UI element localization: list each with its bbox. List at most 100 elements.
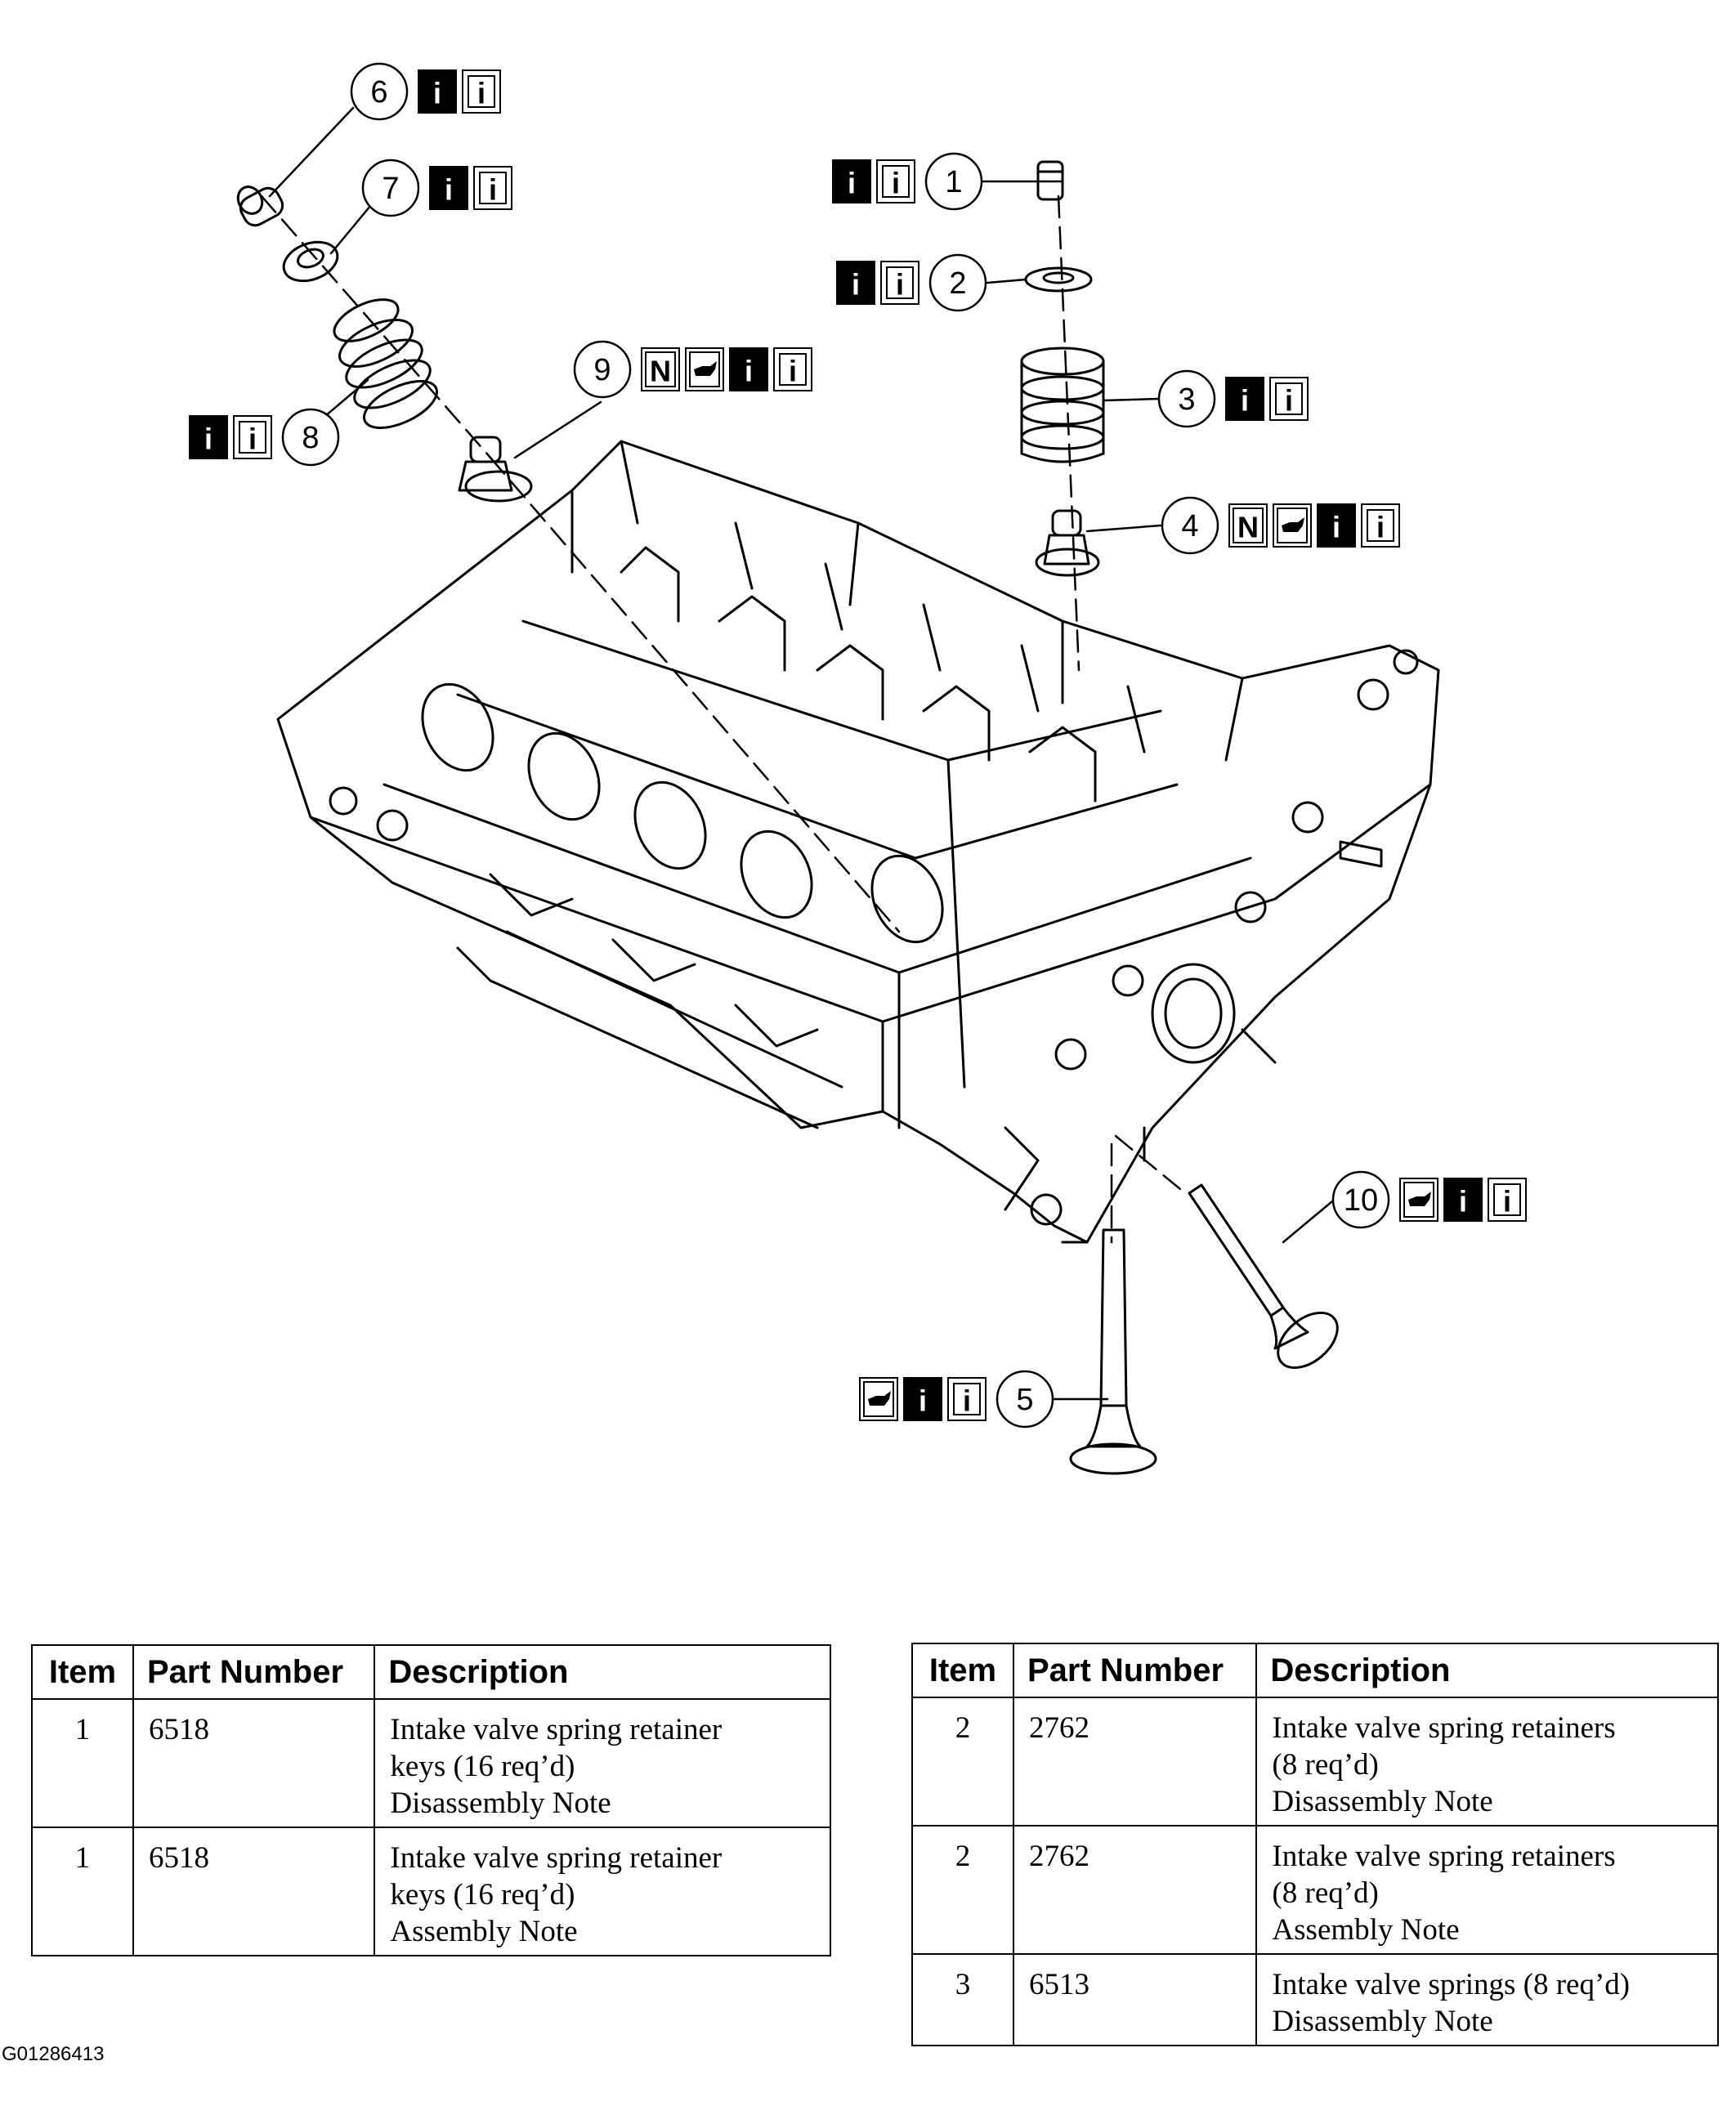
callout-number: 3 [1178, 382, 1195, 417]
info-outline-icon: i [1361, 503, 1400, 548]
info-outline-icon: i [773, 347, 812, 391]
part-2-spring-retainer [1024, 266, 1093, 293]
svg-text:i: i [1376, 511, 1385, 544]
svg-text:N: N [650, 355, 671, 388]
svg-text:i: i [745, 355, 753, 388]
callout-circle [1161, 496, 1219, 555]
description-cell: Intake valve springs (8 req’d) Disassemb… [1255, 1953, 1719, 2046]
part-6-retainer-key [236, 186, 284, 227]
svg-text:i: i [852, 268, 860, 302]
svg-text:i: i [848, 167, 856, 200]
description-line: Intake valve springs (8 req’d) [1272, 1968, 1631, 2001]
svg-text:N: N [1237, 511, 1259, 544]
description-line: Assembly Note [1272, 1913, 1460, 1947]
svg-text:i: i [892, 167, 900, 200]
callout-circle [573, 340, 632, 399]
description-cell: Intake valve spring retainers (8 req’d) … [1255, 1697, 1719, 1827]
info-outline-icon: i [880, 261, 919, 305]
svg-text:i: i [1459, 1185, 1467, 1218]
callout-circle [1157, 369, 1216, 428]
svg-text:i: i [1503, 1185, 1511, 1218]
svg-text:i: i [204, 423, 213, 456]
description-line: keys (16 req’d) [390, 1750, 575, 1783]
description-line: (8 req’d) [1272, 1748, 1379, 1782]
info-solid-icon: i [903, 1377, 942, 1421]
callout-circle [281, 408, 340, 467]
svg-text:i: i [445, 173, 453, 207]
svg-text:i: i [896, 268, 904, 302]
info-outline-icon: i [473, 166, 512, 210]
description-cell: Intake valve spring retainer keys (16 re… [374, 1827, 831, 1956]
info-solid-icon: i [729, 347, 768, 391]
callout-number: 7 [382, 172, 399, 206]
table-header-row: Item Part Number Description [31, 1644, 831, 1700]
callout-circle [928, 253, 987, 312]
callout-10: 10 i i [1331, 1170, 1527, 1229]
info-solid-icon: i [189, 415, 228, 459]
description-line: Disassembly Note [1272, 1785, 1493, 1818]
part-10-exhaust-valve [1188, 1183, 1339, 1370]
svg-text:i: i [248, 423, 257, 456]
info-outline-icon: i [233, 415, 272, 459]
item-cell: 2 [911, 1697, 1014, 1827]
callout-number: 4 [1181, 509, 1198, 543]
parts-table-left: Item Part Number Description 1 6518 Inta… [31, 1644, 831, 1956]
item-cell: 1 [31, 1698, 134, 1828]
new-icon: N [641, 347, 680, 391]
info-solid-icon: i [1443, 1178, 1483, 1222]
cylinder-head-casting [276, 440, 1440, 1244]
description-cell: Intake valve spring retainers (8 req’d) … [1255, 1825, 1719, 1955]
description-line: Intake valve spring retainers [1272, 1711, 1616, 1745]
part-7-spring-retainer [282, 240, 339, 283]
header-description: Description [1255, 1643, 1719, 1698]
item-cell: 1 [31, 1827, 134, 1956]
header-part-number: Part Number [1012, 1643, 1258, 1698]
svg-text:i: i [1285, 384, 1293, 418]
description-line: Intake valve spring retainer [390, 1713, 723, 1746]
description-line: (8 req’d) [1272, 1876, 1379, 1910]
description-line: keys (16 req’d) [390, 1878, 575, 1912]
part-number-cell: 6513 [1012, 1953, 1258, 2046]
callout-number: 6 [370, 75, 387, 110]
part-number-cell: 6518 [132, 1827, 376, 1956]
header-description: Description [374, 1644, 831, 1700]
description-line: Assembly Note [390, 1915, 578, 1948]
item-cell: 2 [911, 1825, 1014, 1955]
svg-text:i: i [789, 355, 797, 388]
parts-table-right: Item Part Number Description 2 2762 Inta… [911, 1643, 1719, 2046]
callout-circle [996, 1370, 1054, 1429]
description-line: Disassembly Note [1272, 2005, 1493, 2038]
new-icon: N [1228, 503, 1268, 548]
info-solid-icon: i [832, 159, 871, 203]
oil-icon [859, 1377, 898, 1421]
callout-circle [361, 159, 420, 217]
callout-1: 1 i i [832, 152, 983, 211]
part-8-valve-spring [333, 298, 438, 429]
info-solid-icon: i [1317, 503, 1356, 548]
oil-icon [685, 347, 724, 391]
callout-number: 5 [1016, 1383, 1033, 1417]
callout-circle [924, 152, 983, 211]
info-solid-icon: i [418, 69, 457, 114]
info-outline-icon: i [1488, 1178, 1527, 1222]
header-item: Item [31, 1644, 134, 1700]
part-number-cell: 2762 [1012, 1825, 1258, 1955]
svg-text:i: i [1332, 511, 1340, 544]
part-4-valve-seal [1035, 509, 1100, 577]
header-part-number: Part Number [132, 1644, 376, 1700]
info-outline-icon: i [947, 1377, 987, 1421]
callout-number: 1 [945, 165, 962, 199]
part-9-valve-seal [458, 436, 533, 503]
info-solid-icon: i [429, 166, 468, 210]
part-3-valve-spring [1020, 347, 1105, 463]
callout-number: 10 [1344, 1183, 1378, 1218]
table-row: 1 6518 Intake valve spring retainer keys… [31, 1698, 831, 1828]
callout-circle [350, 62, 409, 121]
description-line: Intake valve spring retainers [1272, 1840, 1616, 1873]
